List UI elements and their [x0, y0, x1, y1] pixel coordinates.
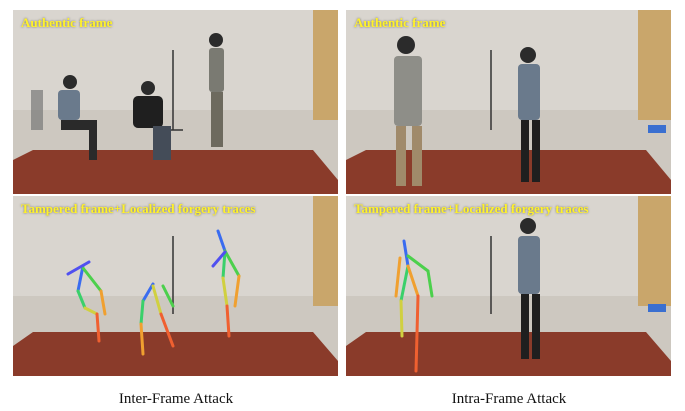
right-caption: Intra-Frame Attack — [451, 391, 567, 407]
right-top-label: Authentic frame — [354, 15, 446, 30]
right-tampered-scene — [346, 196, 671, 376]
right-tampered-frame: Tampered frame+Localized forgery traces — [346, 196, 671, 376]
right-authentic-frame: Authentic frame — [346, 10, 671, 194]
left-authentic-scene — [13, 10, 338, 194]
left-caption: Inter-Frame Attack — [118, 391, 234, 407]
left-tampered-scene — [13, 196, 338, 376]
left-top-label: Authentic frame — [21, 15, 113, 30]
skeleton-overlay-1 — [66, 260, 107, 343]
door — [313, 10, 338, 120]
skeleton-overlay-removed-person — [394, 239, 434, 373]
rug — [13, 150, 338, 194]
left-tampered-frame: Tampered frame+Localized forgery traces — [13, 196, 338, 376]
left-authentic-frame: Authentic frame — [13, 10, 338, 194]
right-authentic-scene — [346, 10, 671, 194]
skeleton-overlay-3 — [211, 229, 241, 338]
skeleton-overlay-2 — [139, 282, 175, 356]
right-bottom-label: Tampered frame+Localized forgery traces — [354, 201, 589, 216]
left-bottom-label: Tampered frame+Localized forgery traces — [21, 201, 256, 216]
